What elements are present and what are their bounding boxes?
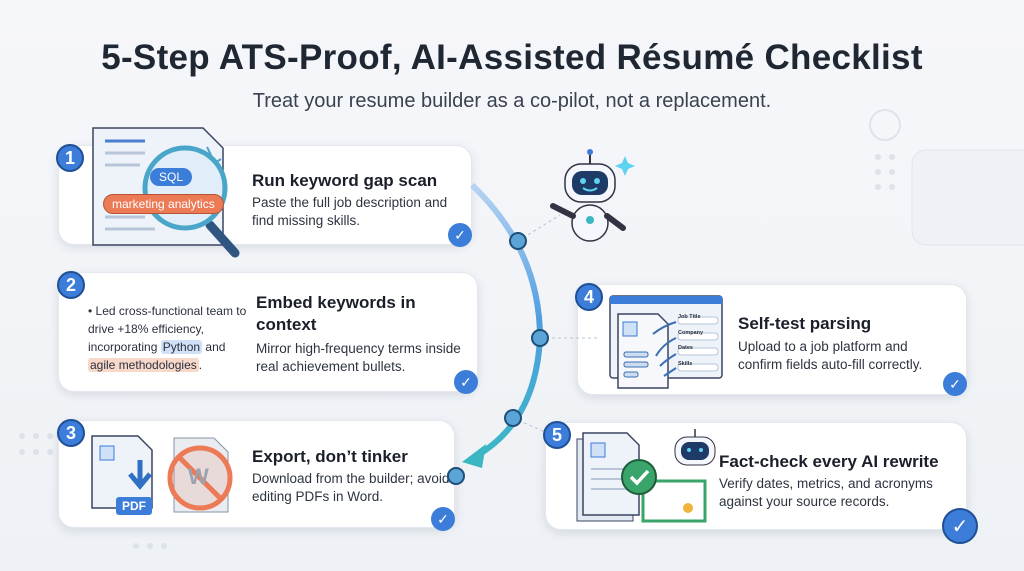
field-label: Skills	[678, 360, 693, 367]
timeline-node	[447, 232, 549, 485]
step-3-heading: Export, don’t tinker	[252, 447, 408, 466]
step-1-check-icon: ✓	[448, 223, 472, 247]
step-4-check-icon: ✓	[943, 372, 967, 396]
page-title: 5-Step ATS-Proof, AI-Assisted Résumé Che…	[101, 38, 923, 77]
step-4-number: 4	[575, 283, 603, 311]
field-label: Company	[678, 329, 704, 336]
example-bullet: • Led cross-functional team to drive +18…	[88, 304, 247, 372]
step-2-check-icon: ✓	[454, 370, 478, 394]
step-2-heading: Embed keywords in context	[256, 293, 416, 334]
page-subtitle: Treat your resume builder as a co-pilot,…	[252, 90, 772, 112]
parsing-form-illustration	[609, 295, 723, 389]
bullet-text-mid: and	[202, 340, 226, 354]
step-3-check-icon: ✓	[431, 507, 455, 531]
export-pdf-illustration	[91, 435, 233, 513]
step-5-number: 5	[543, 421, 571, 449]
field-label: Job Title	[678, 314, 701, 320]
step-5-check-icon: ✓	[942, 508, 978, 544]
robot-icon	[550, 149, 635, 242]
keyword-tag-sql: SQL	[150, 168, 193, 186]
step-2-card	[58, 272, 478, 392]
bullet-text-end: .	[198, 358, 203, 372]
step-1-number: 1	[56, 144, 84, 172]
step-1-description: Paste the full job description and find …	[252, 195, 448, 228]
pdf-label: PDF	[116, 497, 152, 515]
form-fields: Job Title Company Dates Skills	[678, 310, 703, 372]
step-3-number: 3	[57, 419, 85, 447]
keyword-agile: agile methodologies	[88, 358, 199, 372]
step-5-description: Verify dates, metrics, and acronyms agai…	[719, 476, 933, 509]
keyword-tag-marketing: marketing analytics	[103, 194, 224, 214]
keyword-python: Python	[160, 340, 203, 354]
step-4-description: Upload to a job platform and confirm fie…	[738, 339, 923, 372]
word-icon: W	[188, 464, 209, 489]
fact-check-illustration	[576, 429, 716, 523]
step-2-number: 2	[57, 271, 85, 299]
step-4-heading: Self-test parsing	[738, 314, 872, 333]
field-label: Dates	[678, 345, 693, 351]
step-1-heading: Run keyword gap scan	[252, 171, 438, 190]
step-3-description: Download from the builder; avoid editing…	[252, 471, 450, 504]
bullet-text: Led cross-functional team to drive +18% …	[88, 304, 247, 354]
step-5-heading: Fact-check every AI rewrite	[719, 452, 939, 471]
step-2-description: Mirror high-frequency terms inside real …	[256, 341, 461, 374]
